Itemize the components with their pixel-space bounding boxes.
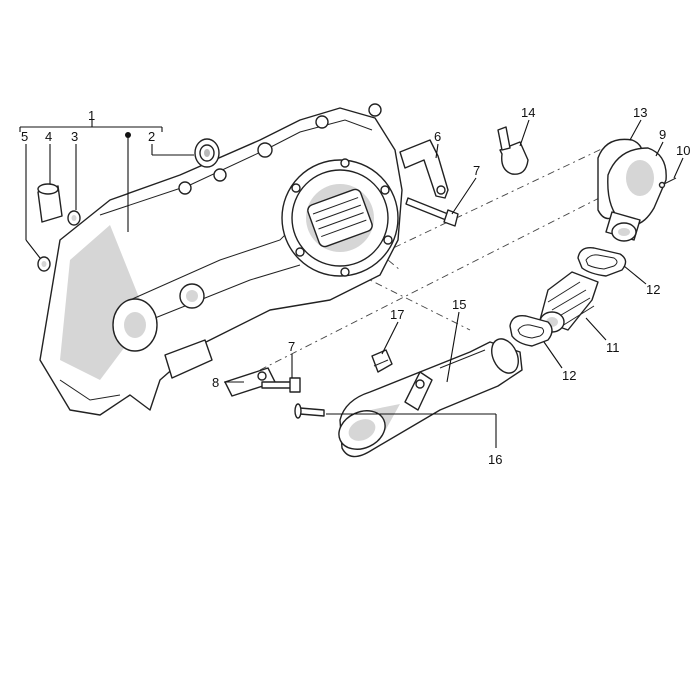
intake-housing: [605, 147, 667, 242]
callout-6: 6: [434, 129, 441, 144]
callout-7-upper: 7: [473, 163, 480, 178]
callout-15: 15: [452, 297, 466, 312]
callout-leaders: [19, 119, 684, 448]
bearing: [194, 138, 220, 168]
callout-11: 11: [606, 340, 620, 355]
duct-screw: [294, 403, 325, 419]
callout-7-lower: 7: [288, 339, 295, 354]
clutch-housing: [281, 158, 399, 277]
bushing: [37, 183, 63, 223]
callout-8: 8: [212, 375, 219, 390]
gasket-lower: [509, 315, 553, 347]
callout-1: 1: [88, 108, 95, 123]
screw-small: [658, 177, 677, 189]
dowel-pin: [37, 256, 51, 272]
callout-3: 3: [71, 129, 78, 144]
callout-4: 4: [45, 129, 52, 144]
callout-16: 16: [488, 452, 502, 467]
callout-12-lower: 12: [562, 368, 576, 383]
small-bush: [67, 210, 81, 226]
callout-12-upper: 12: [646, 282, 660, 297]
callout-10: 10: [676, 143, 690, 158]
bracket: [399, 139, 449, 199]
callout-9: 9: [659, 127, 666, 142]
callout-5: 5: [21, 129, 28, 144]
callout-17: 17: [390, 307, 404, 322]
transmission-cover: [39, 103, 403, 416]
callout-13: 13: [633, 105, 647, 120]
hose-clamp: [497, 126, 529, 175]
bolt-lower: [261, 377, 301, 393]
bolt-upper: [405, 197, 459, 227]
callout-2: 2: [148, 129, 155, 144]
gasket-upper: [577, 247, 627, 277]
intake-duct: [338, 338, 523, 458]
callout-numbers: 1 5 4 3 2 6 7 14 13 9 10 12 11 12 15 17 …: [21, 105, 690, 467]
bellows-hose: [539, 271, 599, 333]
clip-nut: [371, 349, 393, 373]
callout-14: 14: [521, 105, 535, 120]
